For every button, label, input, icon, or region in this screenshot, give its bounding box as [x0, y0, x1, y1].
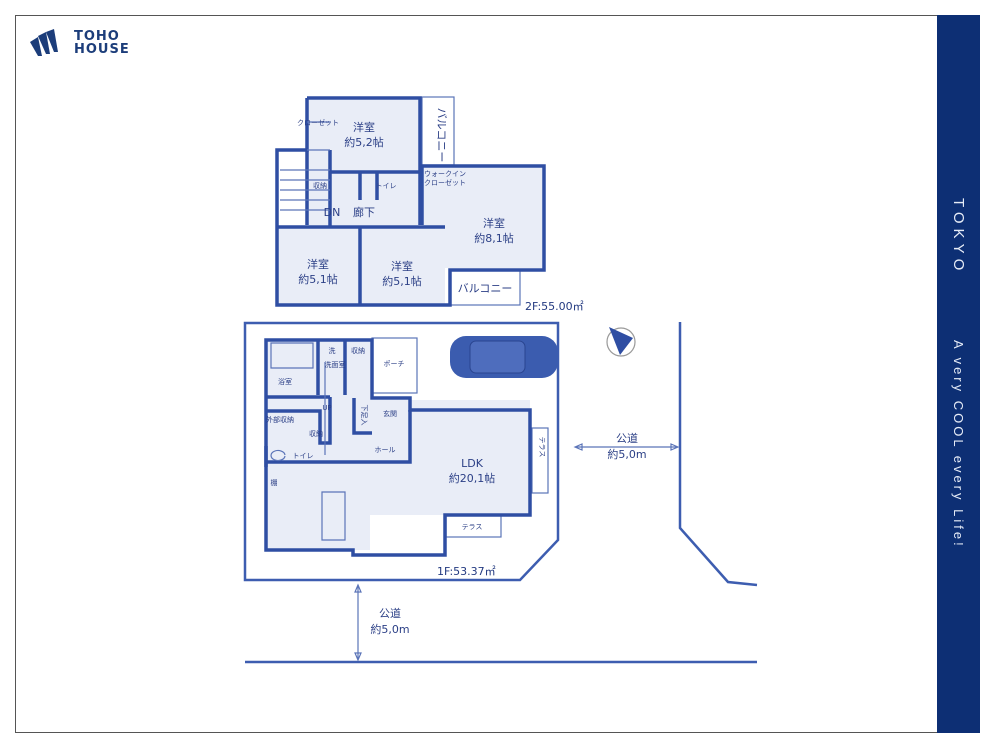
brand-logo: TOHO HOUSE	[28, 28, 130, 58]
terrace-label: テラス	[538, 437, 546, 458]
road-east-name: 公道	[616, 431, 638, 445]
toho-house-logo-icon	[30, 29, 58, 56]
shelf-label: 棚	[271, 478, 278, 487]
stairs-dn-label: DN	[324, 206, 341, 219]
bath-label: 浴室	[278, 377, 292, 386]
road-south-dimension	[354, 583, 362, 662]
room-size: 約5,1帖	[382, 274, 422, 288]
floor2-area: 2F:55.00㎡	[525, 300, 584, 313]
road-south-name: 公道	[379, 606, 401, 620]
wic-label-2: クローゼット	[424, 178, 466, 187]
room-size: 約5,2帖	[344, 135, 384, 149]
sidebar-slogan: A very COOL every Life!	[951, 340, 966, 549]
shoe-storage-label: 下足入	[360, 405, 368, 426]
room-size: 約5,1帖	[298, 272, 338, 286]
entrance-label: 玄関	[383, 409, 397, 418]
toilet-label: トイレ	[293, 452, 314, 460]
room-name: 洋室	[483, 216, 505, 230]
sidebar-city: TOKYO	[950, 198, 967, 276]
site: 公道 約5,0m 公道 約5,0m	[243, 321, 758, 664]
car-icon	[450, 336, 558, 378]
hall-label: ホール	[375, 446, 396, 454]
terrace-label: テラス	[462, 523, 483, 531]
wash-char: 洗	[329, 346, 336, 355]
floor1-plan: 浴室 洗 洗面室 収納 ポーチ 玄関 下足入 外部収納 UP 収納 トイレ ホー…	[264, 337, 549, 578]
floor1-area: 1F:53.37㎡	[437, 565, 496, 578]
storage-label: 収納	[313, 181, 327, 190]
room-size: 約8,1帖	[474, 231, 514, 245]
room-name: 洋室	[307, 257, 329, 271]
page-frame	[15, 15, 937, 733]
room-name: 洋室	[353, 120, 375, 134]
wash-room-label: 洗面室	[325, 360, 346, 369]
north-compass-icon	[606, 327, 636, 357]
road-edge-east	[678, 322, 758, 587]
road-south-width: 約5,0m	[370, 622, 409, 636]
closet-label: クローゼット	[297, 118, 339, 127]
balcony-label: バルコニー	[435, 108, 448, 163]
sidebar-band: TOKYO A very COOL every Life!	[937, 15, 980, 733]
wic-label: ウォークイン	[424, 170, 466, 178]
hallway-label: 廊下	[353, 205, 375, 219]
storage-label: 収納	[309, 429, 323, 438]
storage-label: 収納	[351, 346, 365, 355]
brand-line1: TOHO	[74, 29, 120, 44]
brand-line2: HOUSE	[74, 42, 130, 57]
ldk-name: LDK	[461, 457, 484, 470]
balcony-label: バルコニー	[458, 282, 513, 295]
road-east-width: 約5,0m	[607, 447, 646, 461]
road-east-dimension	[573, 443, 680, 451]
ldk-size: 約20,1帖	[449, 471, 496, 485]
terrace-east	[531, 427, 549, 494]
porch-label: ポーチ	[384, 360, 405, 368]
room-name: 洋室	[391, 259, 413, 273]
site-boundary	[243, 321, 560, 582]
toilet-label: トイレ	[376, 182, 397, 190]
outer-storage-label: 外部収納	[266, 415, 294, 424]
floor2-plan: 洋室 約5,2帖 洋室 約8,1帖 洋室 約5,1帖 洋室 約5,1帖 クローゼ…	[275, 96, 584, 313]
stairs-up-label: UP	[322, 404, 331, 412]
